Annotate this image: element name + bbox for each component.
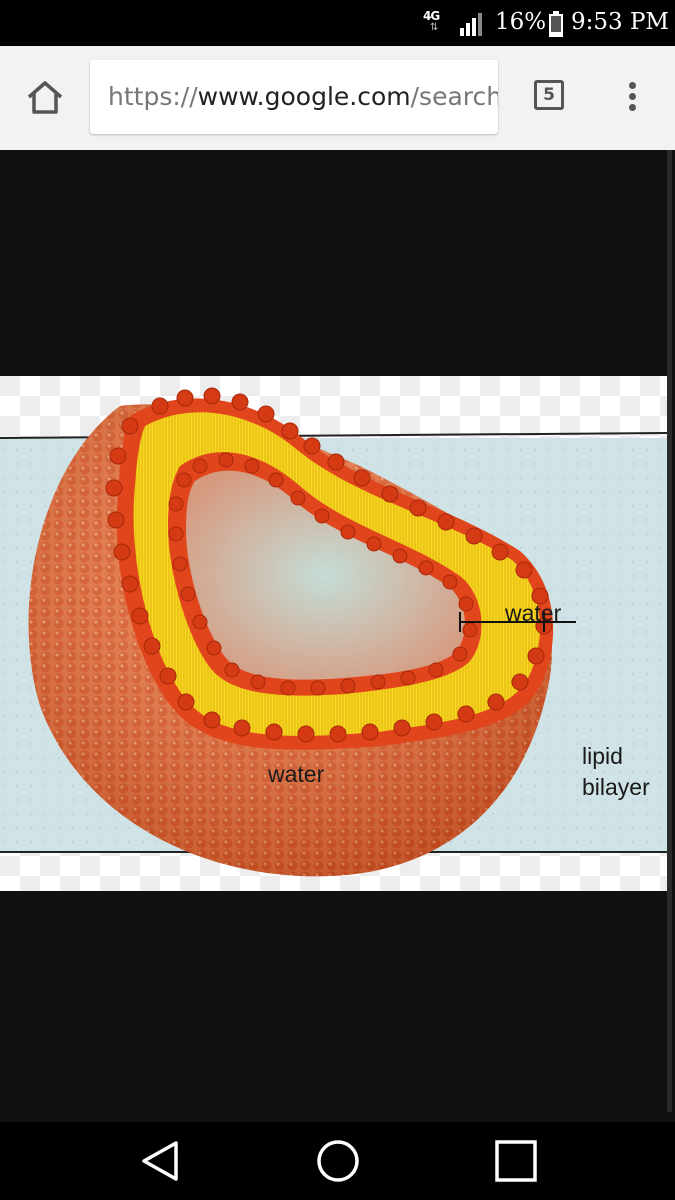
navigation-bar — [0, 1122, 675, 1200]
recents-icon[interactable] — [495, 1140, 537, 1182]
network-type: 4G — [423, 9, 440, 23]
back-icon[interactable] — [140, 1140, 180, 1182]
image-viewer[interactable]: water water lipid bilayer — [0, 150, 675, 1122]
address-bar[interactable]: https://www.google.com/search — [90, 60, 498, 134]
home-icon[interactable] — [24, 78, 66, 118]
overflow-menu-icon[interactable] — [620, 82, 644, 114]
label-water-outer: water — [505, 600, 562, 626]
label-lipid: lipid — [582, 743, 623, 769]
label-bilayer: bilayer — [582, 774, 650, 800]
label-water-inner: water — [268, 761, 325, 787]
status-bar: 4G ⇅ 16% 9:53 PM — [0, 0, 675, 46]
liposome-figure: water water lipid bilayer — [0, 376, 668, 891]
signal-icon — [460, 13, 482, 36]
clock: 9:53 PM — [571, 9, 669, 35]
battery-percent: 16% — [495, 9, 547, 35]
battery-icon — [549, 11, 563, 37]
data-arrows-icon: ⇅ — [430, 22, 439, 33]
scrollbar[interactable] — [667, 150, 672, 1112]
liposome-illustration — [0, 376, 668, 891]
tab-count: 5 — [543, 85, 555, 105]
url-text: https://www.google.com/search — [108, 82, 498, 111]
home-circle-icon[interactable] — [316, 1139, 360, 1183]
tabs-icon[interactable]: 5 — [534, 80, 564, 110]
browser-toolbar: https://www.google.com/search 5 — [0, 46, 675, 150]
